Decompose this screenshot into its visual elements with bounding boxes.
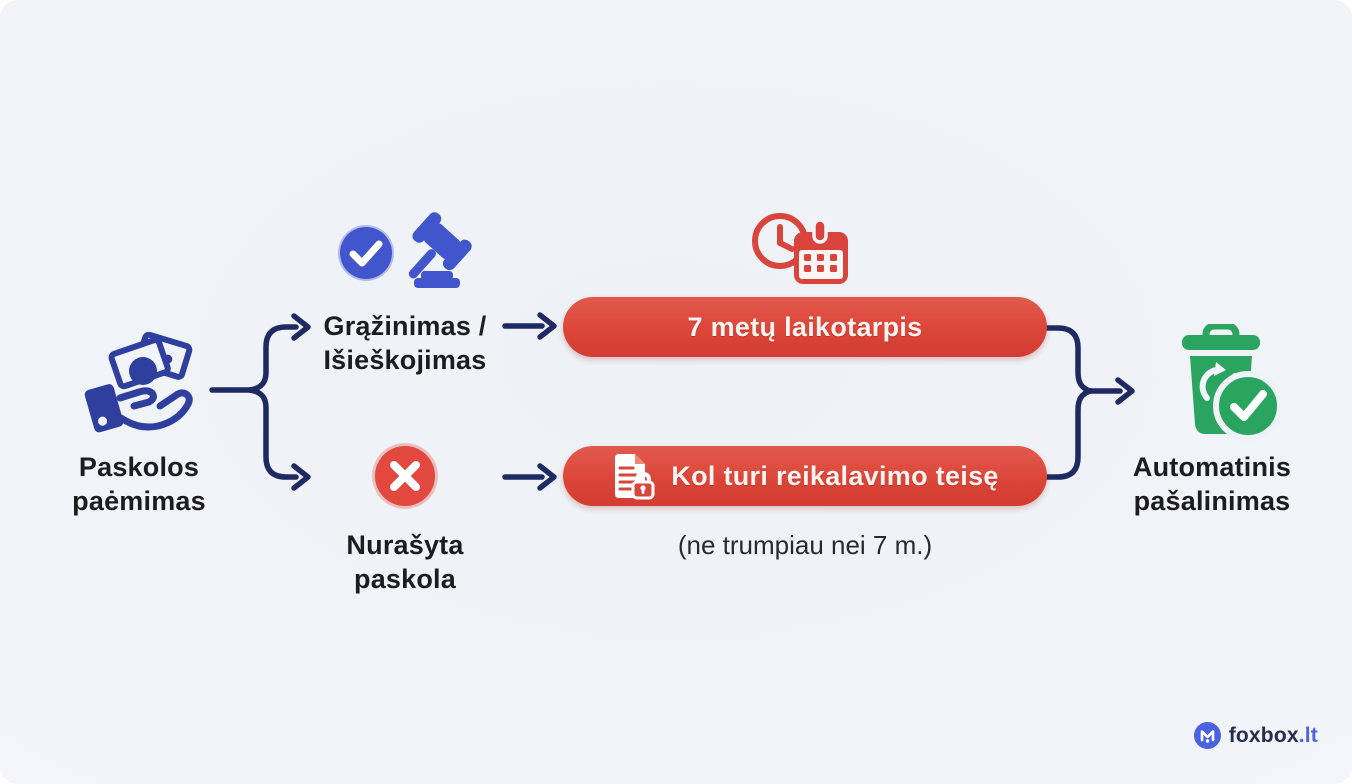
- check-circle-icon: [338, 225, 394, 281]
- arrowhead-fork-bottom: [291, 463, 311, 491]
- connector-merge-bottom: [1044, 388, 1093, 480]
- branch-top-label: Grąžinimas / Išieškojimas: [295, 309, 515, 377]
- connector-fork-top: [247, 324, 299, 393]
- brand-logo-text: foxbox.lt: [1229, 724, 1318, 748]
- branch-top-label-line1: Grąžinimas /: [323, 311, 487, 341]
- end-label: Automatinis pašalinimas: [1090, 450, 1334, 518]
- branch-top-label-line2: Išieškojimas: [323, 345, 487, 375]
- branch-bottom-label: Nurašyta paskola: [295, 528, 515, 596]
- gavel-icon: [408, 212, 472, 288]
- pill-claim-right-label: Kol turi reikalavimo teisę: [671, 460, 999, 491]
- arrowhead-merge: [1115, 377, 1135, 405]
- arrowhead-top-to-pill: [537, 312, 557, 340]
- brand-name: foxbox: [1228, 723, 1299, 747]
- foxbox-mark-icon: [1193, 722, 1221, 749]
- pill-claim-right: Kol turi reikalavimo teisę: [563, 446, 1047, 506]
- x-circle-icon: [372, 443, 438, 509]
- start-label-line2: paėmimas: [72, 486, 206, 516]
- connector-fork-bottom: [247, 387, 299, 480]
- document-lock-icon: [615, 454, 655, 500]
- brand-tld: .lt: [1298, 723, 1318, 747]
- branch-bottom-label-line2: paskola: [354, 564, 456, 594]
- brand-logo: foxbox.lt: [1193, 722, 1318, 749]
- clock-calendar-icon: [752, 213, 848, 284]
- connector-merge-top: [1044, 325, 1093, 394]
- start-label-line1: Paskolos: [78, 452, 200, 482]
- pill-claim-right-note: (ne trumpiau nei 7 m.): [677, 530, 933, 560]
- branch-bottom-label-line1: Nurašyta: [346, 530, 464, 560]
- start-label: Paskolos paėmimas: [29, 450, 249, 518]
- pill-retention-period: 7 metų laikotarpis: [563, 297, 1047, 357]
- pill-retention-period-label: 7 metų laikotarpis: [687, 311, 923, 342]
- arrowhead-bottom-to-pill: [537, 463, 557, 491]
- end-label-line1: Automatinis: [1132, 452, 1292, 482]
- end-label-line2: pašalinimas: [1133, 486, 1291, 516]
- trash-recycle-check-icon: [1182, 324, 1280, 441]
- arrowhead-fork-top: [291, 313, 311, 341]
- hand-money-icon: [84, 332, 193, 433]
